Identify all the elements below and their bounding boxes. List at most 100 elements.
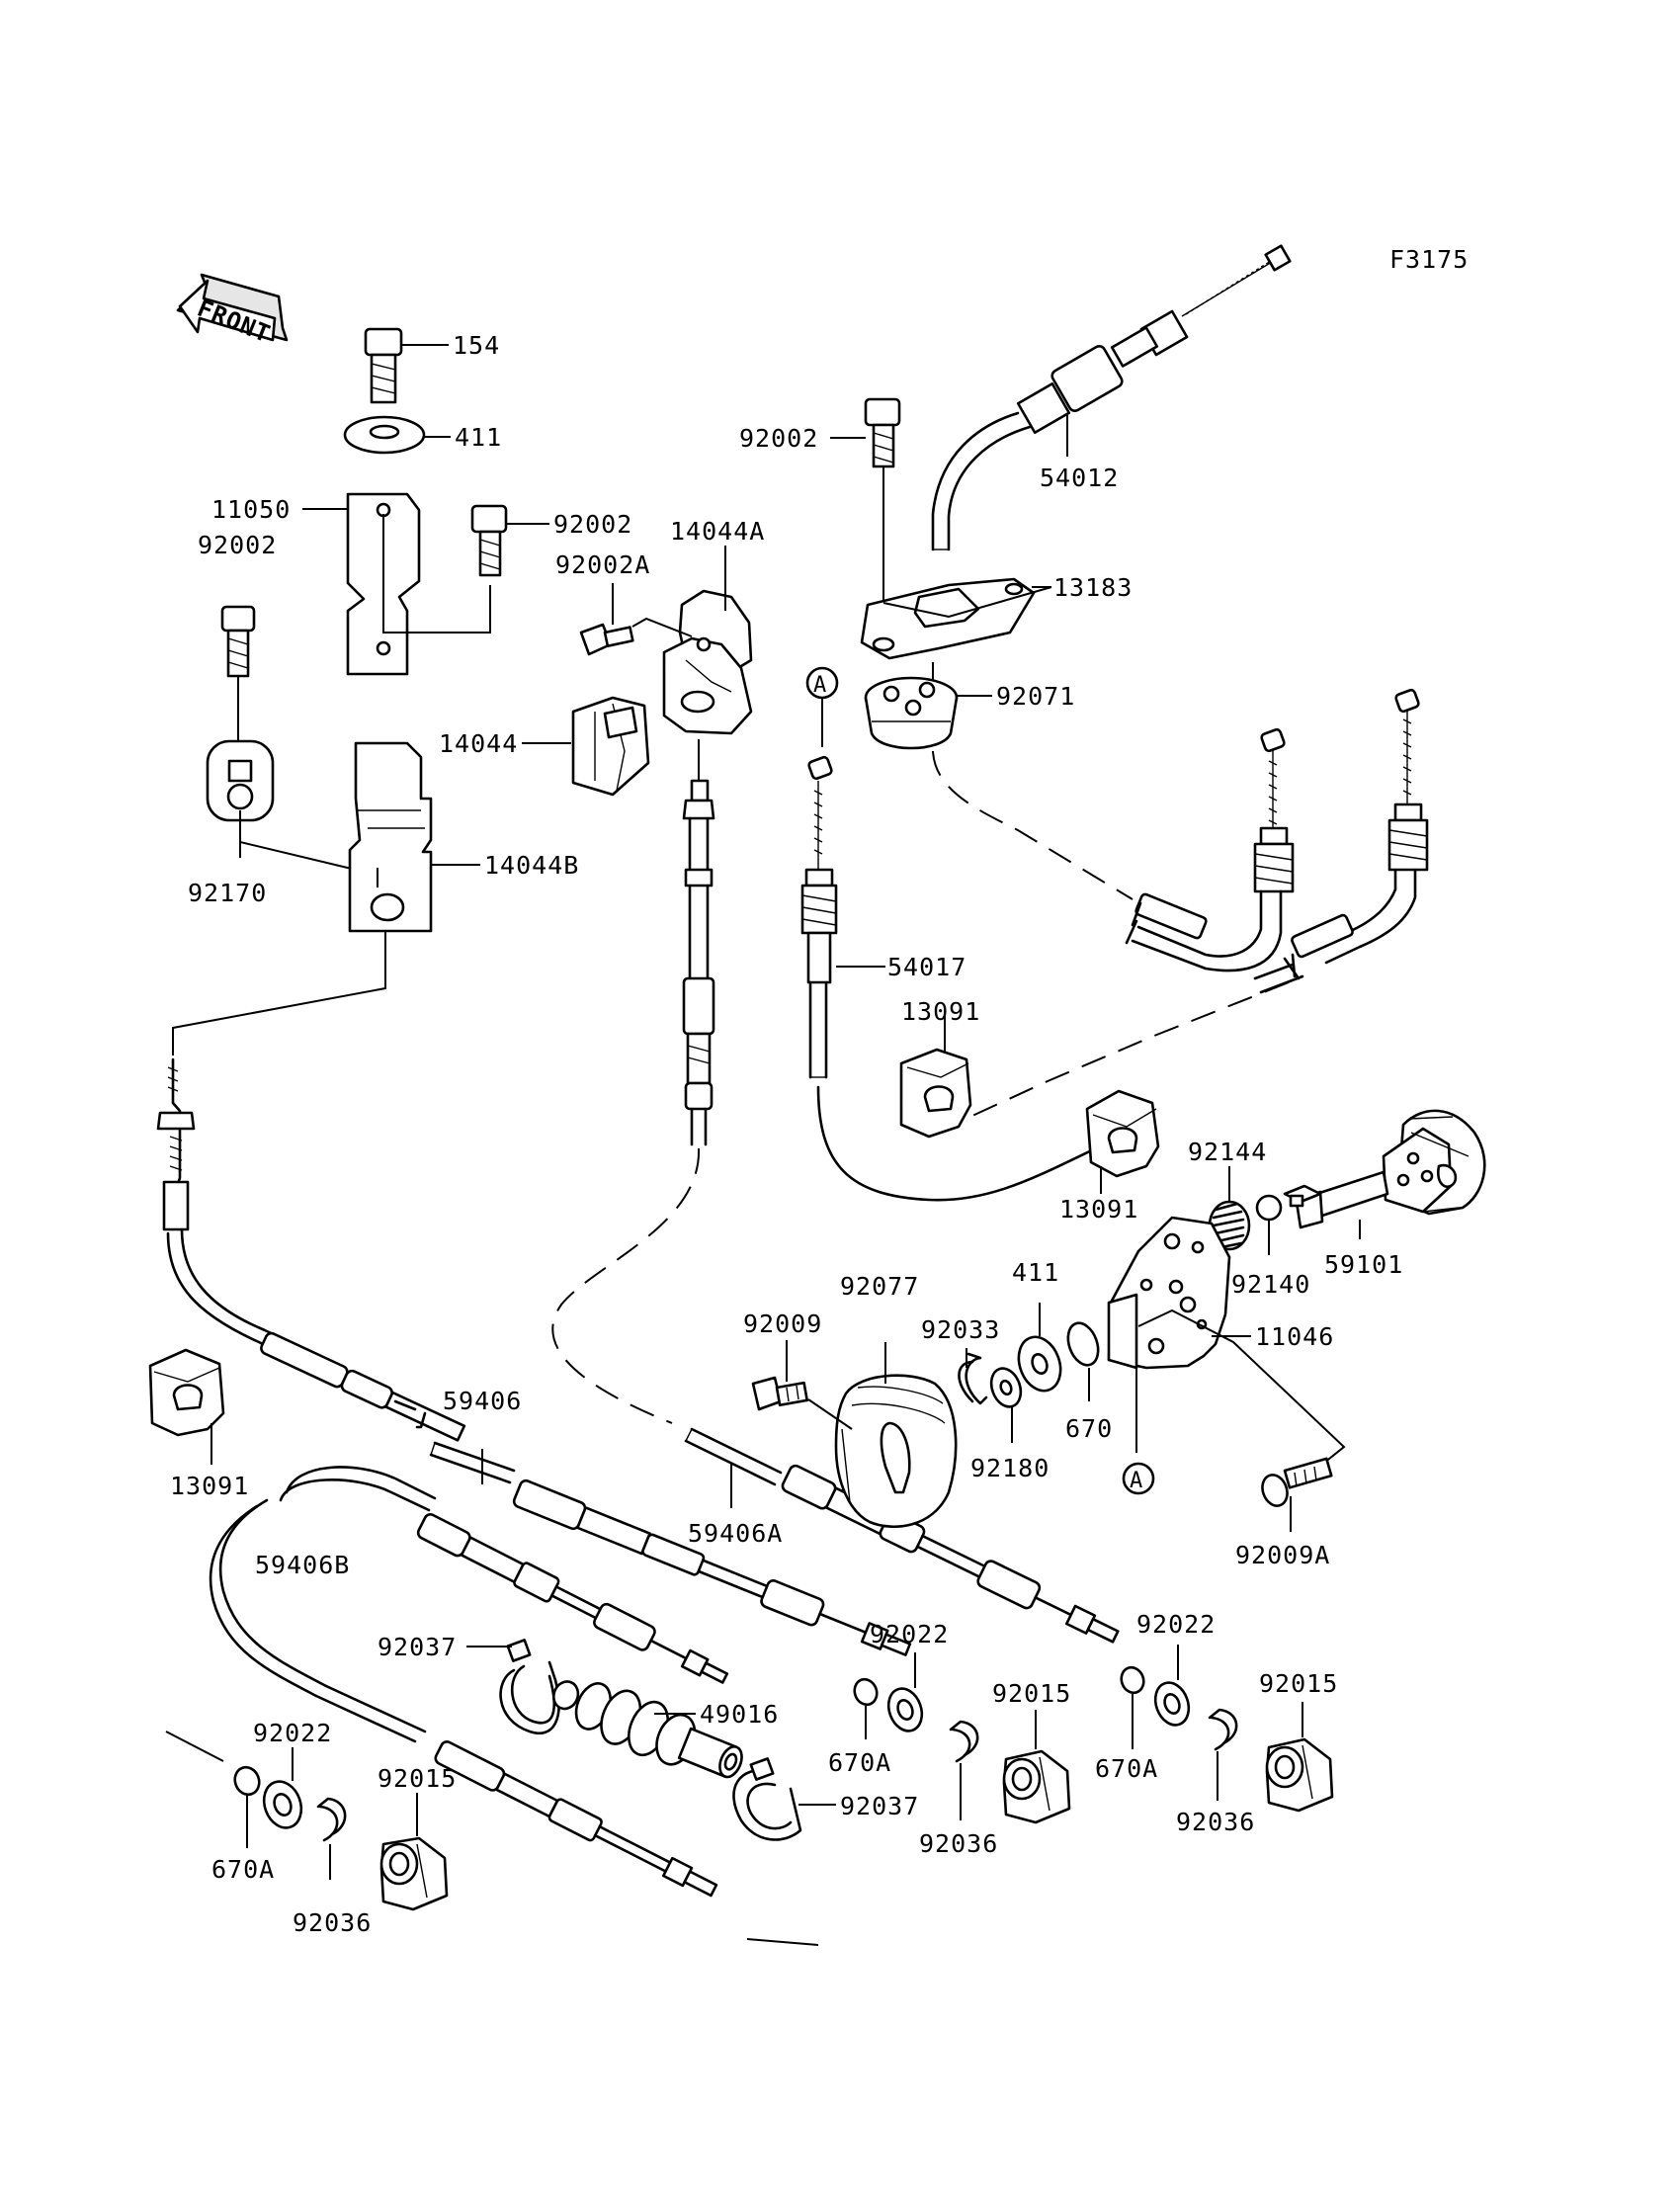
label-92022-left: 92022 bbox=[253, 1719, 332, 1747]
label-92015-mid: 92015 bbox=[992, 1679, 1071, 1708]
label-670: 670 bbox=[1065, 1414, 1113, 1443]
clip-92036-right bbox=[1208, 1708, 1238, 1751]
label-59406B: 59406B bbox=[255, 1551, 350, 1579]
label-92037-b: 92037 bbox=[840, 1792, 919, 1820]
bolt-92009 bbox=[751, 1376, 853, 1430]
label-14044B: 14044B bbox=[484, 851, 579, 880]
ref-mark-a-top: A bbox=[805, 666, 839, 700]
washer-92022-mid bbox=[886, 1687, 924, 1732]
label-92037-a: 92037 bbox=[378, 1633, 457, 1661]
nut-92015-left bbox=[379, 1836, 449, 1911]
label-154: 154 bbox=[453, 331, 500, 360]
boot-49016 bbox=[551, 1680, 743, 1779]
label-59101: 59101 bbox=[1324, 1250, 1403, 1279]
label-92144: 92144 bbox=[1188, 1138, 1267, 1166]
washer-411 bbox=[343, 415, 426, 455]
label-92002-small: 92002 bbox=[553, 510, 632, 539]
label-54017: 54017 bbox=[887, 953, 966, 981]
figure-code: F3175 bbox=[1389, 245, 1469, 274]
cable-59406B bbox=[209, 1466, 819, 1946]
oring-670A-mid bbox=[853, 1677, 879, 1707]
label-54012: 54012 bbox=[1040, 464, 1119, 492]
label-670A-left: 670A bbox=[211, 1855, 275, 1884]
grommet-92071 bbox=[864, 676, 959, 750]
label-49016: 49016 bbox=[700, 1700, 779, 1729]
oring-670A-right bbox=[1120, 1665, 1145, 1695]
bolt-154 bbox=[364, 327, 403, 404]
bolt-92002-small bbox=[470, 504, 508, 577]
label-11050: 11050 bbox=[211, 495, 291, 524]
clamp-92037-b bbox=[732, 1757, 802, 1841]
cover-92077 bbox=[834, 1374, 958, 1528]
bolt-92002-center bbox=[864, 397, 901, 468]
label-14044A: 14044A bbox=[670, 517, 765, 546]
label-92022-mid: 92022 bbox=[870, 1620, 949, 1648]
label-92009A: 92009A bbox=[1235, 1541, 1330, 1569]
cable-holder-14044 bbox=[571, 696, 650, 797]
grommet-92170 bbox=[206, 739, 275, 822]
label-13091-b: 13091 bbox=[1059, 1195, 1138, 1224]
nut-92015-right bbox=[1265, 1737, 1334, 1813]
label-92002-center: 92002 bbox=[739, 424, 818, 453]
label-59406A: 59406A bbox=[688, 1519, 783, 1548]
ref-mark-a-bottom: A bbox=[1122, 1462, 1155, 1495]
cable-54017 bbox=[800, 755, 1148, 1202]
screw-92009A bbox=[1261, 1457, 1333, 1507]
label-92140: 92140 bbox=[1231, 1270, 1310, 1299]
label-92015-right: 92015 bbox=[1259, 1669, 1338, 1698]
clamp-92037-a bbox=[499, 1639, 560, 1734]
washer-411-b bbox=[1017, 1335, 1062, 1393]
oring-670 bbox=[1066, 1321, 1100, 1367]
ball-92140 bbox=[1255, 1194, 1283, 1222]
label-92033: 92033 bbox=[921, 1315, 1000, 1344]
clip-92036-mid bbox=[949, 1720, 979, 1763]
label-13091-a: 13091 bbox=[901, 997, 980, 1026]
buffer-13091-b bbox=[1085, 1089, 1160, 1178]
washer-92180 bbox=[989, 1367, 1023, 1408]
bolt-92002-left bbox=[220, 605, 256, 678]
bolt-92002A bbox=[579, 617, 693, 656]
label-92170: 92170 bbox=[188, 879, 267, 907]
label-92002-left: 92002 bbox=[198, 531, 277, 559]
label-411-b: 411 bbox=[1012, 1258, 1059, 1287]
label-92015-left: 92015 bbox=[378, 1764, 457, 1793]
label-670A-right: 670A bbox=[1095, 1754, 1158, 1783]
cable-59406A bbox=[682, 739, 715, 1146]
label-13091-c: 13091 bbox=[170, 1472, 249, 1500]
bracket-14044B bbox=[348, 741, 433, 933]
label-92036-mid: 92036 bbox=[919, 1829, 998, 1858]
lever-59101 bbox=[1283, 1109, 1486, 1229]
label-92022-right: 92022 bbox=[1136, 1610, 1216, 1639]
buffer-13091-a bbox=[899, 1048, 972, 1139]
washer-92022-right bbox=[1153, 1681, 1191, 1727]
label-92036-left: 92036 bbox=[293, 1908, 372, 1937]
label-59406: 59406 bbox=[443, 1387, 522, 1415]
label-14044: 14044 bbox=[439, 729, 518, 758]
buffer-13091-c bbox=[148, 1348, 225, 1437]
label-411-a: 411 bbox=[455, 423, 502, 452]
nut-92015-mid bbox=[1002, 1749, 1071, 1824]
washer-92022-left bbox=[262, 1780, 303, 1829]
oring-670A-left bbox=[233, 1765, 261, 1797]
clip-92036-left bbox=[316, 1797, 347, 1842]
label-13183: 13183 bbox=[1053, 573, 1133, 602]
label-92036-right: 92036 bbox=[1176, 1808, 1255, 1836]
label-92071: 92071 bbox=[996, 682, 1075, 711]
cable-54012-right bbox=[1125, 688, 1429, 994]
ref-mark-a-bottom-label: A bbox=[1130, 1469, 1143, 1493]
front-arrow-icon: FRONT bbox=[176, 273, 289, 349]
part-labels: 154 411 11050 92002 92002 92002A 14044A … bbox=[170, 331, 1403, 1937]
clip-92033 bbox=[958, 1352, 988, 1405]
ref-mark-a-top-label: A bbox=[813, 673, 827, 698]
bracket-14044A bbox=[662, 589, 753, 735]
cable-59406 bbox=[156, 1057, 466, 1442]
label-92002A: 92002A bbox=[555, 550, 650, 579]
cable-59406-mid bbox=[429, 1441, 912, 1656]
housing-11046 bbox=[1107, 1216, 1346, 1472]
label-92009: 92009 bbox=[743, 1310, 822, 1338]
label-11046: 11046 bbox=[1255, 1322, 1334, 1351]
label-92077: 92077 bbox=[840, 1272, 919, 1301]
plate-13183 bbox=[860, 577, 1052, 660]
cable-54012 bbox=[931, 244, 1292, 551]
